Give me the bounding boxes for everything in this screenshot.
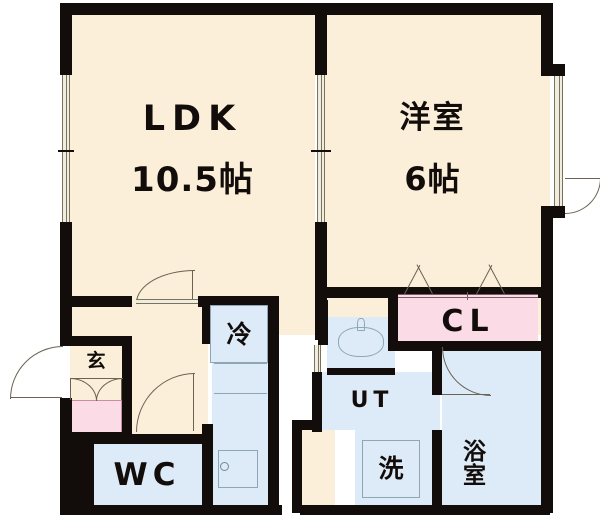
wall-hall-wc-divider <box>130 434 208 443</box>
closet-rail-split-tick <box>467 292 468 300</box>
door-swing-entrance[interactable] <box>10 346 63 399</box>
window-ut-left <box>314 345 321 372</box>
wall-toilet-nook-bottom <box>327 368 395 375</box>
kitchen-counter-divider-2 <box>214 393 267 394</box>
wall-right-upper <box>541 3 553 70</box>
room-fill-corridor-right-2 <box>300 420 335 510</box>
wall-partition-upper <box>315 3 327 75</box>
window-western-right[interactable] <box>554 76 563 206</box>
shoe-box-fill <box>70 400 122 435</box>
door-leaf-bathroom <box>442 394 490 395</box>
washing-machine-label: 洗 <box>378 454 404 483</box>
door-frame-ldk <box>136 299 198 304</box>
wall-right-lower <box>541 206 553 513</box>
wall-kitchen-right <box>268 296 279 513</box>
wall-ut-left-upper <box>318 300 328 345</box>
room-label-closet: CL <box>441 304 495 339</box>
room-fill-ut-2 <box>322 372 440 430</box>
room-label-western: 洋室 <box>399 100 466 136</box>
wall-cl-bottom <box>388 341 542 351</box>
wall-wc-bottom <box>60 505 280 515</box>
wall-left-upper <box>60 3 72 75</box>
window-ldk-left <box>62 75 70 222</box>
wall-kitchen-left-2 <box>202 424 213 513</box>
wall-bottom-ldk-kitchen <box>198 296 270 307</box>
room-label-entrance: 玄 <box>86 350 106 372</box>
sliding-door-partition-sash-tick <box>311 150 331 152</box>
wall-top-ldk <box>70 3 318 15</box>
wall-kitchen-bottom <box>202 505 282 515</box>
wall-bottom-right <box>300 505 550 515</box>
wall-ut-left-lower <box>312 372 322 432</box>
toilet-fixture <box>338 327 384 357</box>
room-fill-wc <box>92 442 202 510</box>
room-area-western: 6帖 <box>404 160 461 198</box>
kitchen-faucet-icon <box>220 462 229 471</box>
kitchen-counter-divider <box>214 363 267 364</box>
washing-machine-pan <box>362 440 420 498</box>
wall-right-jog-top <box>541 64 565 76</box>
room-label-ldk: LDK <box>142 99 243 139</box>
window-ldk-left-sash-tick <box>58 150 74 152</box>
wall-ut-bathroom-divider <box>432 345 442 395</box>
door-leaf-ldk <box>192 270 193 302</box>
wall-bottom-western <box>327 287 541 298</box>
wall-entrance-top <box>60 336 132 346</box>
wall-left-lower <box>60 222 72 344</box>
refrigerator-box <box>210 305 268 363</box>
room-label-bathroom: 浴室 <box>463 439 487 490</box>
room-label-wc: WC <box>113 457 181 493</box>
wall-right-corridor-left-top <box>292 420 322 430</box>
wall-entrance-right <box>122 336 132 442</box>
wall-ut-bathroom-divider-2 <box>432 430 442 513</box>
refrigerator-label: 冷 <box>226 320 252 349</box>
room-fill-western <box>325 10 550 335</box>
room-label-ut: UT <box>350 388 394 413</box>
door-leaf-balcony <box>565 178 600 179</box>
wall-bottom-ldk-left <box>70 296 132 307</box>
wall-kitchen-left <box>202 296 213 344</box>
closet-door-rail <box>398 294 538 298</box>
door-leaf-entrance <box>10 397 62 398</box>
sliding-door-partition[interactable] <box>317 75 325 222</box>
wall-toilet-cl-divider <box>388 298 398 348</box>
wall-top-western <box>318 3 553 15</box>
toilet-tank-icon <box>357 318 365 331</box>
door-swing-balcony <box>565 178 600 214</box>
closet-fill <box>398 297 538 347</box>
room-area-ldk: 10.5帖 <box>131 160 254 200</box>
wall-right-corridor-left <box>292 420 302 513</box>
wall-wc-left <box>60 434 94 513</box>
door-leaf-wc <box>193 373 194 431</box>
